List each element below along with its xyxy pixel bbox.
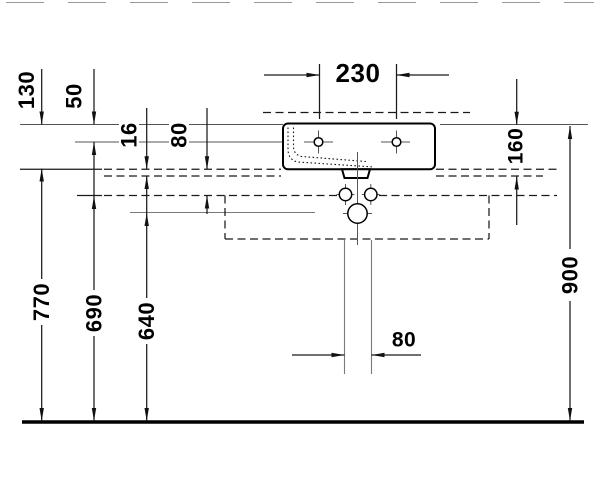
dimension-16-640 (144, 108, 149, 421)
arrow-down-icon (91, 408, 97, 421)
arrow-up-icon (567, 126, 573, 139)
dimension-160-label: 160 (505, 128, 528, 165)
drain-hole (343, 203, 372, 224)
dimension-130-label: 130 (14, 71, 39, 109)
dimension-50-690 (91, 69, 97, 421)
dimension-160 (514, 79, 519, 225)
dimension-230 (264, 64, 449, 119)
dimension-640-label: 640 (134, 302, 159, 340)
arrow-down-icon (567, 408, 573, 421)
arrow-down-icon (204, 156, 210, 170)
arrow-left-icon (371, 352, 385, 358)
label-mask (169, 118, 189, 152)
arrow-right-icon (306, 72, 320, 78)
arrow-right-icon (331, 352, 345, 358)
arrow-up-icon (514, 176, 519, 190)
dimension-80-upper (204, 108, 210, 214)
arrow-down-icon (514, 111, 519, 125)
drain-boss (340, 168, 372, 179)
arrow-up-icon (204, 195, 210, 209)
label-mask (136, 298, 157, 344)
arrow-up-icon (91, 142, 97, 155)
dimension-900-label: 900 (558, 256, 583, 294)
drain-pipe (343, 240, 373, 374)
arrow-down-icon (39, 111, 44, 125)
dimension-50-label: 50 (62, 83, 87, 108)
label-mask (506, 126, 527, 166)
washbasin-profile (282, 122, 436, 179)
arrow-up-icon (39, 168, 44, 182)
label-mask (31, 279, 52, 325)
arrow-up-icon (144, 213, 149, 226)
arrow-down-icon (144, 156, 149, 170)
fixing-hole-right (361, 184, 380, 205)
basin-inner-surface-dotted (292, 127, 367, 163)
label-mask (119, 118, 139, 152)
dimension-80-pipe-label: 80 (392, 329, 416, 352)
basin-inner-wall-dotted (287, 127, 375, 168)
dimension-230-label: 230 (336, 58, 381, 88)
label-mask (84, 290, 104, 336)
dimension-16-label: 16 (117, 122, 142, 147)
tap-hole-left (304, 130, 333, 154)
washbasin-body (282, 122, 436, 171)
arrow-down-icon (91, 111, 97, 125)
arrow-left-icon (396, 72, 410, 78)
dimension-770-label: 770 (29, 283, 54, 321)
dimension-130-770 (39, 69, 44, 421)
tap-hole-right (381, 130, 410, 154)
dimension-80-upper-label: 80 (167, 122, 192, 147)
label-mask (560, 249, 580, 301)
arrow-down-icon (144, 408, 149, 421)
arrow-up-icon (91, 196, 97, 209)
dimension-690-label: 690 (82, 294, 107, 332)
fixing-hole-left (336, 184, 355, 205)
arrow-up-icon (144, 176, 149, 189)
arrow-down-icon (39, 408, 44, 421)
dimension-80-pipe (292, 352, 421, 358)
reference-levels (20, 111, 588, 214)
